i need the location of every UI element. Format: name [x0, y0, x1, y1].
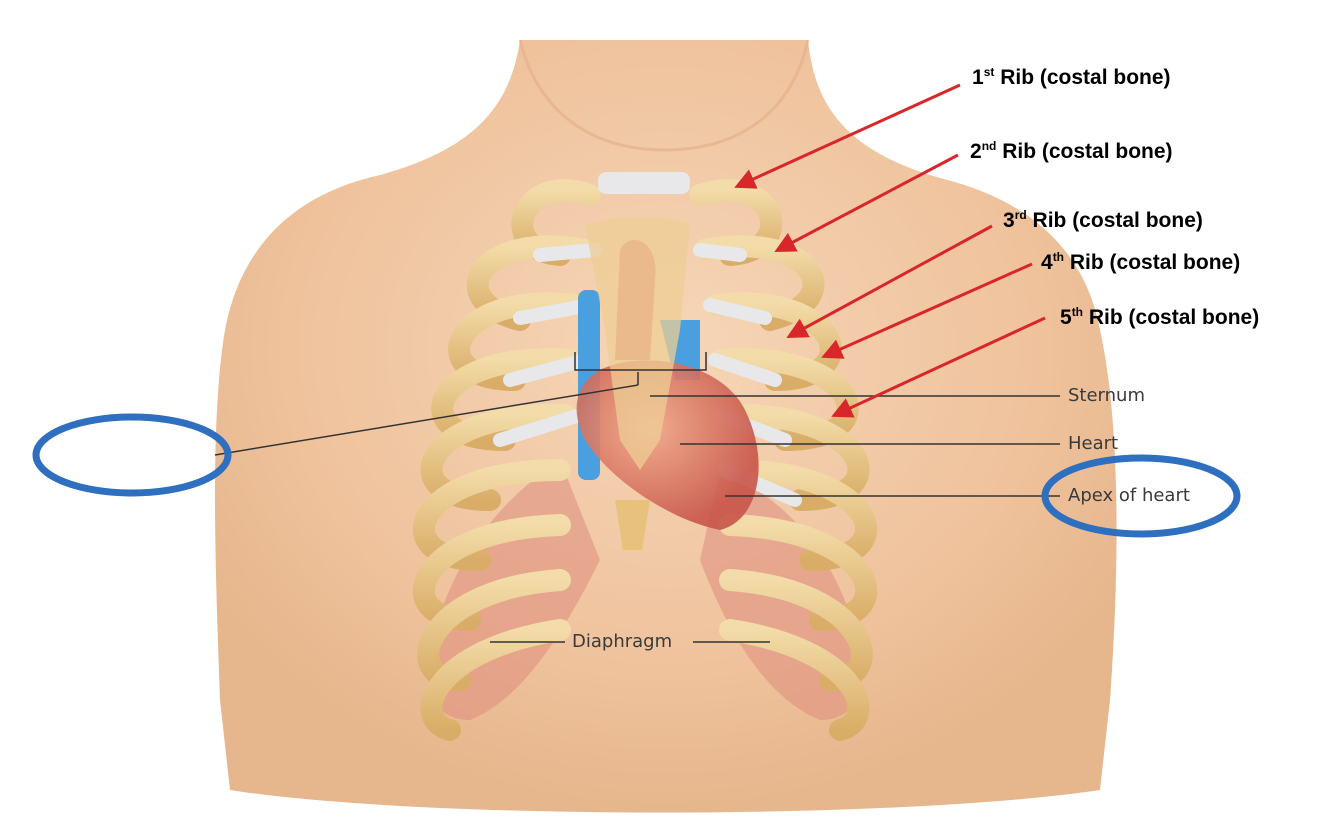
rib-text: Rib (costal bone)	[1000, 66, 1171, 89]
rib-ordinal-suffix: nd	[981, 139, 997, 153]
sternum-bone	[585, 217, 690, 470]
arrow-rib-4	[821, 262, 1033, 359]
arrow-rib-5	[831, 316, 1046, 418]
rib-number: 3	[1003, 209, 1015, 232]
rib-arrows	[734, 83, 1046, 418]
diaphragm-label: Diaphragm	[572, 631, 673, 652]
rib-text: Rib (costal bone)	[1088, 306, 1260, 329]
rib-ordinal-suffix: th	[1052, 250, 1065, 264]
rib-ordinal-suffix: st	[983, 65, 995, 79]
rib-number: 2	[970, 140, 982, 163]
rib-ordinal-suffix: th	[1071, 305, 1084, 319]
apex-highlight-circle	[1041, 454, 1241, 538]
xiphoid-process	[615, 500, 650, 550]
leader-lines	[214, 352, 1060, 643]
clavicle-notch	[598, 172, 690, 194]
arrow-rib-1	[734, 83, 961, 189]
arrow-rib-2	[774, 153, 959, 252]
neck-shadow	[518, 39, 810, 152]
rib-number: 5	[1060, 306, 1072, 329]
rib-label-3: 3rd Rib (costal bone)	[1003, 208, 1203, 232]
rib-number: 4	[1041, 251, 1053, 274]
rib-text: Rib (costal bone)	[1032, 209, 1203, 232]
sternum-label: Sternum	[1068, 385, 1145, 406]
ribs-right	[689, 179, 878, 741]
rib-text: Rib (costal bone)	[1002, 140, 1173, 163]
heart-label: Heart	[1068, 433, 1119, 454]
apex-of-heart-label: Apex of heart	[1068, 485, 1190, 506]
rib-ordinal-suffix: rd	[1014, 208, 1027, 222]
blank-answer-circle[interactable]	[32, 413, 232, 497]
rib-label-5: 5th Rib (costal bone)	[1060, 305, 1260, 329]
rib-label-2: 2nd Rib (costal bone)	[970, 139, 1173, 163]
rib-text: Rib (costal bone)	[1069, 251, 1241, 274]
rib-label-1: 1st Rib (costal bone)	[972, 65, 1171, 89]
rib-label-4: 4th Rib (costal bone)	[1041, 250, 1241, 274]
rib-number: 1	[972, 66, 984, 89]
arrow-rib-3	[786, 224, 993, 339]
